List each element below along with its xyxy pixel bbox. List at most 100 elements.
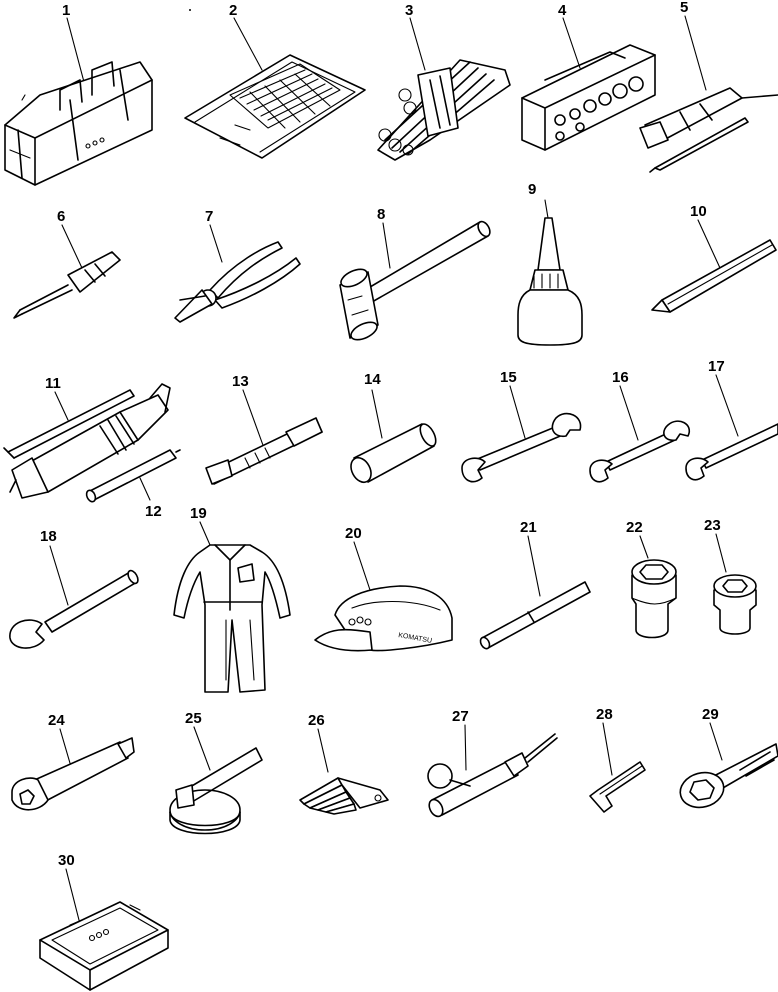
part-number-label: 2 <box>229 2 237 19</box>
part-22: 22 <box>626 519 677 639</box>
leader-line <box>65 868 81 925</box>
leader-line <box>59 728 73 771</box>
part-number-label: 20 <box>345 525 362 542</box>
part-24: 24 <box>11 712 135 811</box>
part-30: 30 <box>39 852 169 991</box>
part-2: 2 <box>184 2 366 159</box>
part-3: 3 <box>377 2 511 161</box>
part-number-label: 1 <box>62 2 70 19</box>
part-1: 1 <box>4 2 153 186</box>
leader-line <box>382 222 391 269</box>
part-25: 25 <box>169 710 263 835</box>
part-number-label: 21 <box>520 519 537 536</box>
part-14: 14 <box>350 371 437 484</box>
leader-line <box>709 722 723 761</box>
manual-booklet-icon <box>184 54 366 159</box>
part-8: 8 <box>339 206 491 341</box>
open-end-wrench-long-icon <box>685 423 778 481</box>
part-number-label: 18 <box>40 528 57 545</box>
part-number-label: 19 <box>190 505 207 522</box>
leader-line <box>209 224 223 263</box>
leader-line <box>49 545 69 606</box>
stray-dot <box>189 9 191 11</box>
part-21: 21 <box>479 519 591 650</box>
screwdriver-icon <box>13 251 121 319</box>
part-number-label: 29 <box>702 706 719 723</box>
part-26: 26 <box>299 712 389 815</box>
part-20: 20 KOMATSU <box>314 525 453 652</box>
leader-line <box>684 15 707 91</box>
part-28: 28 <box>589 706 646 813</box>
part-18: 18 <box>9 528 139 649</box>
leader-line <box>509 385 526 439</box>
part-15: 15 <box>461 369 582 483</box>
leader-line <box>193 726 211 771</box>
open-end-wrench-icon <box>461 412 582 483</box>
socket-large-icon <box>631 559 677 639</box>
part-5: 5 <box>639 0 778 173</box>
cap-icon: KOMATSU <box>314 585 453 652</box>
feeler-gauge-icon <box>299 777 389 815</box>
part-11: 11 <box>3 375 171 499</box>
tester-icon <box>427 733 558 818</box>
part-number-label: 5 <box>680 0 688 16</box>
socket-box-icon <box>521 44 656 151</box>
part-number-label: 27 <box>452 708 469 725</box>
pliers-icon <box>174 241 301 323</box>
part-12: 12 <box>85 449 181 520</box>
part-27: 27 <box>427 708 558 818</box>
part-number-label: 3 <box>405 2 413 19</box>
parts-box-icon <box>39 901 169 991</box>
leader-line <box>544 199 549 219</box>
pry-bar-icon <box>651 239 777 313</box>
grease-gun-icon <box>3 383 171 499</box>
socket-small-icon <box>713 574 757 635</box>
part-number-label: 6 <box>57 208 65 225</box>
leader-line <box>527 535 541 597</box>
part-16: 16 <box>589 369 691 483</box>
leader-line <box>715 533 727 573</box>
open-end-wrench-small-icon <box>589 420 691 483</box>
ring-wrench-icon <box>679 743 778 809</box>
leader-line <box>242 389 265 449</box>
bar-icon <box>479 581 591 650</box>
leader-line <box>61 224 83 269</box>
part-number-label: 10 <box>690 203 707 220</box>
single-end-wrench-icon <box>9 569 139 649</box>
screwdriver-handle-icon <box>639 87 778 173</box>
leader-line <box>139 477 151 501</box>
part-number-label: 28 <box>596 706 613 723</box>
part-number-label: 24 <box>48 712 65 729</box>
leader-line <box>602 722 613 776</box>
leader-line <box>66 17 85 83</box>
oil-can-icon <box>517 217 583 346</box>
leader-line <box>199 521 211 546</box>
grease-nozzle-pipe-icon <box>85 449 181 503</box>
part-9: 9 <box>517 181 583 346</box>
wrench-set-icon <box>377 59 511 161</box>
tool-bag-icon <box>4 61 153 186</box>
part-13: 13 <box>205 373 323 485</box>
part-number-label: 16 <box>612 369 629 386</box>
part-number-label: 11 <box>45 375 61 392</box>
part-number-label: 8 <box>377 206 385 223</box>
leader-line <box>233 17 263 71</box>
leader-line <box>371 389 383 439</box>
leader-line <box>562 17 581 69</box>
leader-line <box>54 391 69 421</box>
hex-key-icon <box>589 761 646 813</box>
leader-line <box>409 17 426 71</box>
part-23: 23 <box>704 517 757 635</box>
part-number-label: 9 <box>528 181 536 198</box>
part-number-label: 22 <box>626 519 643 536</box>
part-number-label: 13 <box>232 373 249 390</box>
leader-line <box>619 385 639 441</box>
part-number-label: 26 <box>308 712 325 729</box>
leader-line <box>715 374 739 437</box>
part-number-label: 25 <box>185 710 202 727</box>
grease-adapter-icon <box>205 417 323 485</box>
part-number-label: 17 <box>708 358 725 375</box>
leader-line <box>639 535 649 559</box>
leader-line <box>464 724 467 771</box>
